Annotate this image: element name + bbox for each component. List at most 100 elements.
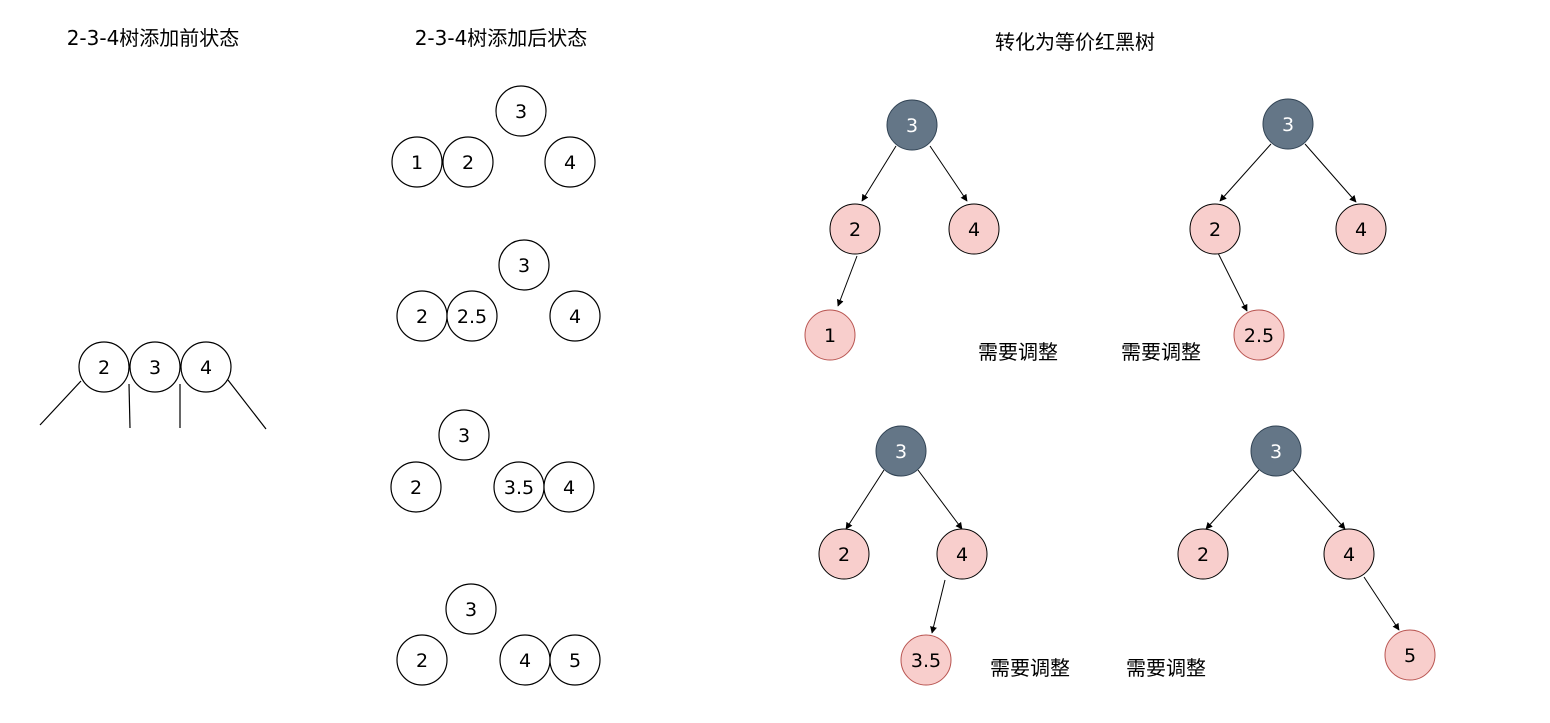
svg-text:4: 4 bbox=[1343, 544, 1355, 566]
svg-text:3: 3 bbox=[518, 255, 530, 277]
rb-tree-4: 3 2 4 5 需要调整 bbox=[1126, 425, 1436, 681]
rb-4-new-node: 5 bbox=[1384, 629, 1436, 681]
rb-4-left-node: 2 bbox=[1177, 528, 1229, 580]
rb-2-right-node: 4 bbox=[1335, 203, 1387, 255]
svg-text:4: 4 bbox=[519, 650, 531, 672]
before-node-3: 3 bbox=[129, 341, 181, 393]
svg-text:2: 2 bbox=[410, 477, 422, 499]
rb-1-new-node: 1 bbox=[804, 309, 856, 361]
svg-text:2.5: 2.5 bbox=[1244, 325, 1274, 347]
svg-text:2: 2 bbox=[462, 152, 474, 174]
after-state-2: 3 2 2.5 4 bbox=[396, 239, 601, 342]
before-child-link-4 bbox=[227, 379, 267, 430]
rb-tree-2: 3 2 4 2.5 需要调整 bbox=[1121, 98, 1387, 364]
svg-text:2: 2 bbox=[416, 650, 428, 672]
after-state-3: 3 2 3.5 4 bbox=[390, 409, 595, 513]
after-1-right-node: 4 bbox=[544, 136, 596, 188]
rb-2-note: 需要调整 bbox=[1121, 340, 1201, 364]
rb-3-left-node: 2 bbox=[818, 528, 870, 580]
svg-text:3: 3 bbox=[465, 599, 477, 621]
svg-text:5: 5 bbox=[1404, 645, 1416, 667]
after-2-right-node: 4 bbox=[549, 290, 601, 342]
svg-text:4: 4 bbox=[563, 477, 575, 499]
svg-text:2: 2 bbox=[98, 357, 110, 379]
rb-2-left-node: 2 bbox=[1189, 203, 1241, 255]
rb-tree-1: 3 2 4 1 需要调整 bbox=[804, 99, 1058, 364]
svg-text:4: 4 bbox=[200, 357, 212, 379]
svg-text:3.5: 3.5 bbox=[911, 650, 941, 672]
rb-3-edge-right-new bbox=[930, 579, 946, 634]
after-2-left-node-b: 2.5 bbox=[446, 290, 498, 342]
after-state-1: 3 1 2 4 bbox=[391, 85, 596, 188]
svg-text:1: 1 bbox=[411, 152, 423, 174]
rb-1-edge-root-left bbox=[861, 145, 897, 202]
rb-4-note: 需要调整 bbox=[1126, 656, 1206, 680]
after-4-right-node-b: 5 bbox=[549, 634, 601, 686]
after-1-left-node-b: 2 bbox=[442, 136, 494, 188]
after-3-right-node-b: 4 bbox=[543, 461, 595, 513]
rb-4-edge-root-right bbox=[1292, 469, 1346, 530]
svg-text:5: 5 bbox=[569, 650, 581, 672]
before-state: 2 3 4 bbox=[39, 341, 267, 430]
rb-1-edge-root-right bbox=[929, 145, 968, 202]
after-3-top-node: 3 bbox=[438, 409, 490, 461]
title-after: 2-3-4树添加后状态 bbox=[415, 26, 588, 50]
after-state-4: 3 2 4 5 bbox=[396, 583, 601, 686]
svg-text:3.5: 3.5 bbox=[504, 477, 534, 499]
after-1-top-node: 3 bbox=[495, 85, 547, 137]
svg-text:2.5: 2.5 bbox=[457, 306, 487, 328]
svg-text:2: 2 bbox=[849, 219, 861, 241]
after-4-top-node: 3 bbox=[445, 583, 497, 635]
svg-text:3: 3 bbox=[1282, 114, 1294, 136]
after-4-left-node: 2 bbox=[396, 634, 448, 686]
rb-3-edge-root-right bbox=[917, 469, 963, 530]
title-convert: 转化为等价红黑树 bbox=[995, 30, 1155, 54]
svg-text:2: 2 bbox=[1209, 219, 1221, 241]
rb-1-right-node: 4 bbox=[948, 203, 1000, 255]
svg-text:3: 3 bbox=[149, 357, 161, 379]
svg-text:3: 3 bbox=[515, 101, 527, 123]
rb-2-edge-left-new bbox=[1217, 252, 1248, 312]
rb-3-edge-root-left bbox=[845, 469, 885, 530]
before-child-link-1 bbox=[39, 380, 82, 426]
svg-text:4: 4 bbox=[956, 544, 968, 566]
rb-3-right-node: 4 bbox=[936, 528, 988, 580]
rb-4-root-node: 3 bbox=[1250, 425, 1302, 477]
svg-text:3: 3 bbox=[895, 441, 907, 463]
rb-3-note: 需要调整 bbox=[990, 656, 1070, 680]
rb-4-edge-root-left bbox=[1205, 469, 1260, 530]
rb-1-edge-left-new bbox=[836, 255, 858, 307]
rb-4-right-node: 4 bbox=[1323, 528, 1375, 580]
rb-4-edge-right-new bbox=[1363, 576, 1400, 631]
after-4-right-node-a: 4 bbox=[499, 634, 551, 686]
svg-text:4: 4 bbox=[968, 219, 980, 241]
title-before: 2-3-4树添加前状态 bbox=[67, 26, 240, 50]
svg-text:2: 2 bbox=[838, 544, 850, 566]
svg-text:4: 4 bbox=[569, 306, 581, 328]
after-3-left-node: 2 bbox=[390, 461, 442, 513]
before-node-4: 4 bbox=[180, 341, 232, 393]
rb-2-edge-root-right bbox=[1304, 143, 1357, 203]
svg-text:1: 1 bbox=[824, 325, 836, 347]
before-node-2: 2 bbox=[78, 341, 130, 393]
after-2-top-node: 3 bbox=[498, 239, 550, 291]
svg-text:3: 3 bbox=[1270, 441, 1282, 463]
svg-text:3: 3 bbox=[906, 115, 918, 137]
rb-3-root-node: 3 bbox=[875, 425, 927, 477]
rb-2-root-node: 3 bbox=[1262, 98, 1314, 150]
after-2-left-node-a: 2 bbox=[396, 290, 448, 342]
rb-2-edge-root-left bbox=[1219, 143, 1272, 202]
after-1-left-node-a: 1 bbox=[391, 136, 443, 188]
rb-tree-3: 3 2 4 3.5 需要调整 bbox=[818, 425, 1070, 686]
after-3-right-node-a: 3.5 bbox=[493, 461, 545, 513]
rb-1-left-node: 2 bbox=[829, 203, 881, 255]
svg-text:2: 2 bbox=[416, 306, 428, 328]
rb-1-root-node: 3 bbox=[886, 99, 938, 151]
svg-text:4: 4 bbox=[1355, 219, 1367, 241]
svg-text:3: 3 bbox=[458, 425, 470, 447]
rb-2-new-node: 2.5 bbox=[1233, 309, 1285, 361]
rb-1-note: 需要调整 bbox=[978, 340, 1058, 364]
svg-text:2: 2 bbox=[1197, 544, 1209, 566]
rb-3-new-node: 3.5 bbox=[900, 634, 952, 686]
